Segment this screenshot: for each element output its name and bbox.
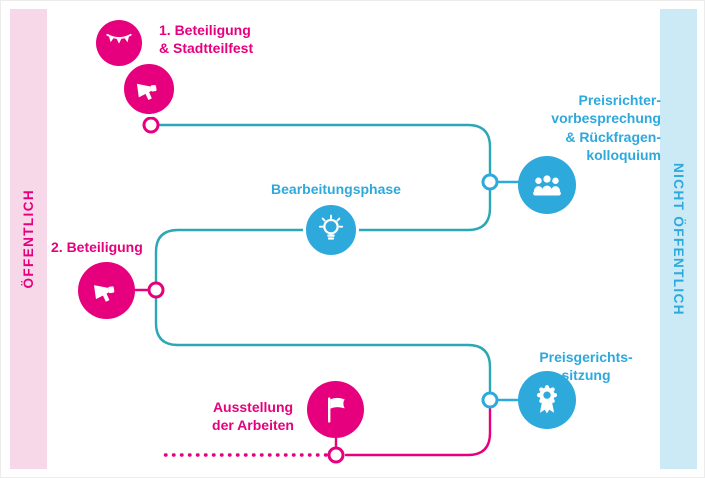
megaphone-icon	[93, 285, 115, 302]
connector-3	[154, 297, 492, 393]
public-band: ÖFFENTLICH	[10, 9, 47, 469]
open-node-2	[481, 173, 499, 191]
open-node-3	[147, 281, 165, 299]
flag-icon	[327, 396, 345, 423]
open-node-4	[481, 391, 499, 409]
step1-festival-circle	[96, 20, 142, 66]
jury-icon	[533, 175, 561, 196]
bunting-icon	[106, 33, 132, 44]
jury-session-circle	[518, 371, 576, 429]
step2-megaphone-circle	[78, 262, 135, 319]
jury-session-label: Preisgerichts- sitzung	[539, 349, 633, 384]
open-node-1	[142, 116, 160, 134]
jury-briefing-label: Preisrichter- vorbesprechung & Rückfrage…	[551, 92, 661, 164]
non-public-band: NICHT ÖFFENTLICH	[660, 9, 697, 469]
open-node-5	[327, 446, 345, 464]
working-phase-circle	[303, 202, 359, 258]
medal-icon	[536, 385, 558, 414]
step2-label: 2. Beteiligung	[51, 239, 143, 255]
non-public-band-label: NICHT ÖFFENTLICH	[671, 162, 686, 316]
jury-briefing-circle	[518, 156, 576, 214]
exhibition-label: Ausstellung der Arbeiten	[212, 399, 294, 434]
working-phase-label: Bearbeitungsphase	[271, 181, 401, 197]
step1-megaphone-circle	[121, 61, 177, 117]
exhibition-circle	[307, 381, 364, 438]
connector-4	[344, 407, 492, 457]
step1-label: 1. Beteiligung & Stadtteilfest	[159, 22, 254, 57]
lightbulb-icon	[318, 214, 344, 240]
megaphone-icon	[136, 83, 157, 100]
connector-1	[158, 123, 492, 175]
